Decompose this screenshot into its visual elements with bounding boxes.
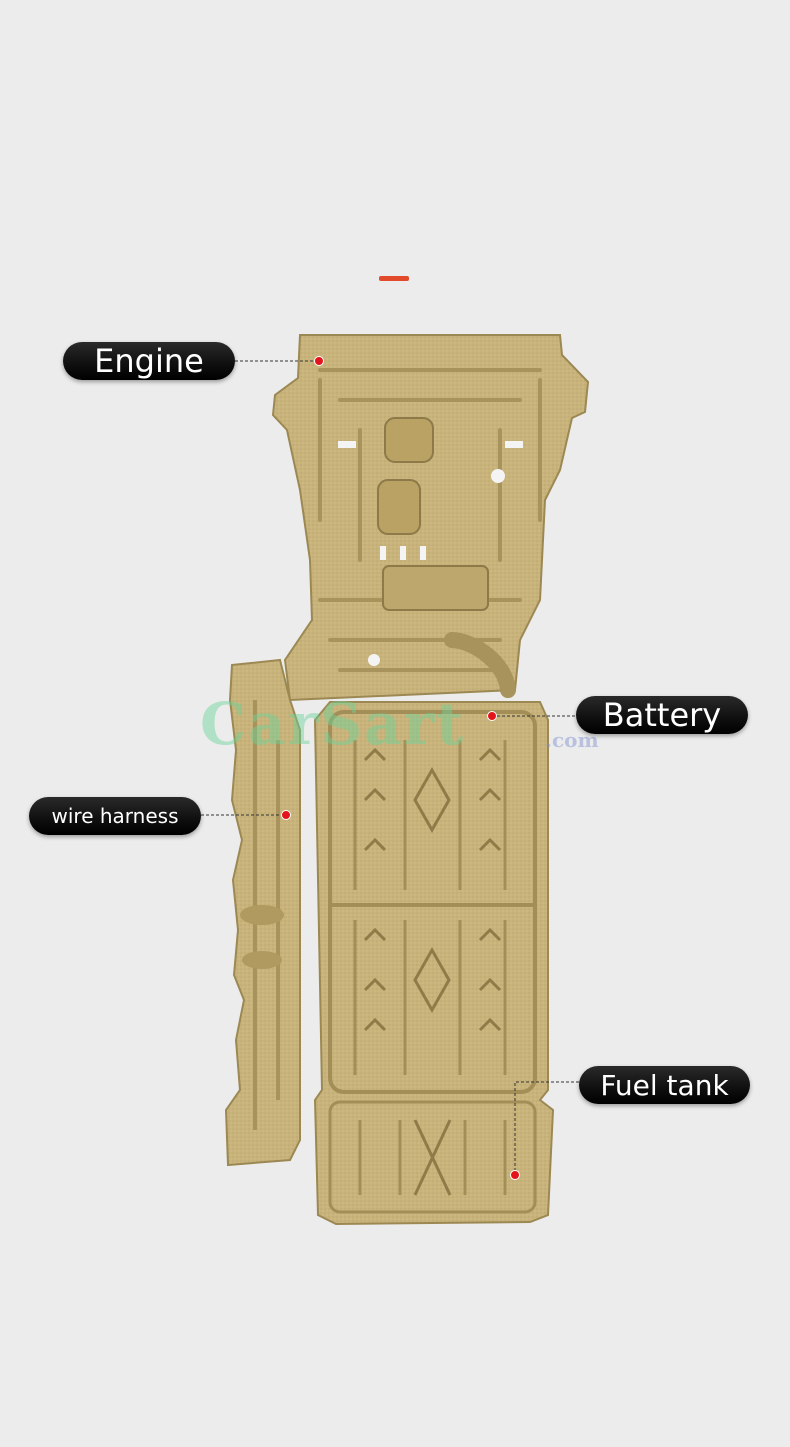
battery-label-text: Battery — [602, 696, 722, 734]
engine-label: Engine — [63, 342, 235, 380]
engine-label-text: Engine — [94, 342, 204, 380]
battery-fuel-plate — [313, 701, 555, 1226]
wire-harness-label-text: wire harness — [51, 804, 179, 828]
engine-callout-dot — [314, 356, 324, 366]
engine-plate — [271, 334, 590, 702]
battery-label: Battery — [576, 696, 748, 734]
fuel-tank-label: Fuel tank — [579, 1066, 750, 1104]
battery-callout-dot — [487, 711, 497, 721]
wire-harness-callout-dot — [281, 810, 291, 820]
accent-bar — [379, 276, 409, 281]
callout-leaders — [201, 360, 579, 1174]
wire-harness-label: wire harness — [29, 797, 201, 835]
fuel-tank-callout-dot — [510, 1170, 520, 1180]
wire-harness-plate — [224, 658, 301, 1167]
fuel-tank-label-text: Fuel tank — [600, 1068, 729, 1102]
